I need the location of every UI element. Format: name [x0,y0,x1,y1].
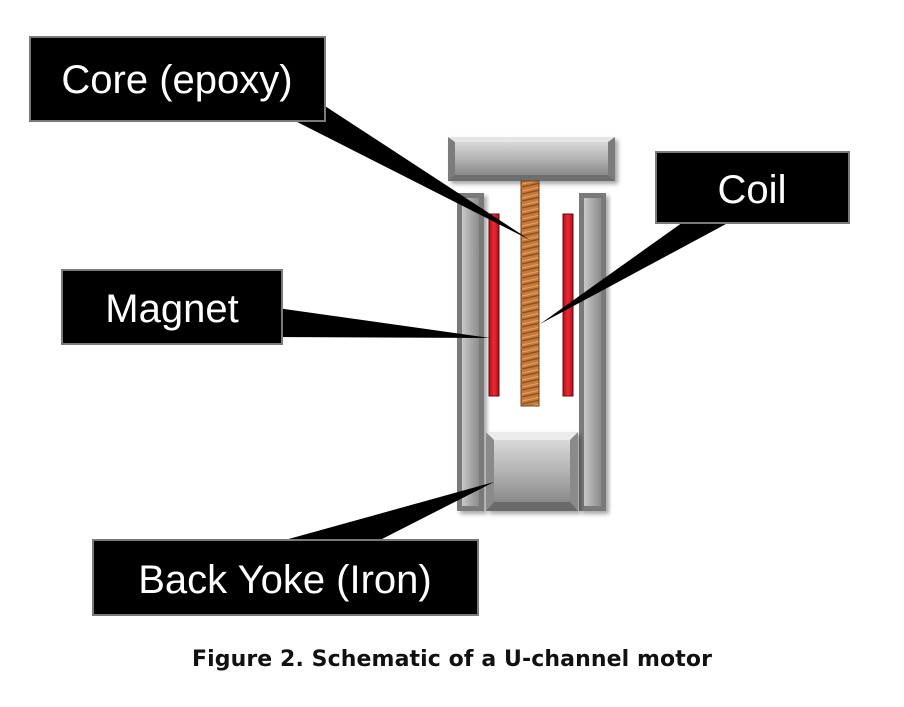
magnet-callout-pointer [270,307,490,338]
back-yoke-callout-pointer [285,482,494,540]
magnet-label-box [61,269,283,345]
left-magnet [488,213,500,397]
back-yoke-callout: Back Yoke (Iron) [92,482,494,616]
back-yoke-label: Back Yoke (Iron) [138,558,432,602]
figure-caption: Figure 2. Schematic of a U-channel motor [191,647,713,672]
back-yoke-label-box [92,539,479,616]
coil [520,180,540,407]
back-yoke-block [486,432,578,511]
coil-callout: Coil [540,151,850,324]
top-iron-plate [448,137,615,181]
core-label-box [29,36,326,122]
coil-callout-pointer [540,210,752,324]
magnet-callout: Magnet [61,269,490,345]
left-iron-wall [457,193,484,511]
core-callout-pointer [240,93,530,240]
right-iron-wall [579,193,606,511]
coil-label-box [655,151,850,224]
core-callout: Core (epoxy) [29,36,530,240]
core-label: Core (epoxy) [61,58,292,102]
magnet-label: Magnet [105,287,238,331]
coil-label: Coil [718,168,787,212]
